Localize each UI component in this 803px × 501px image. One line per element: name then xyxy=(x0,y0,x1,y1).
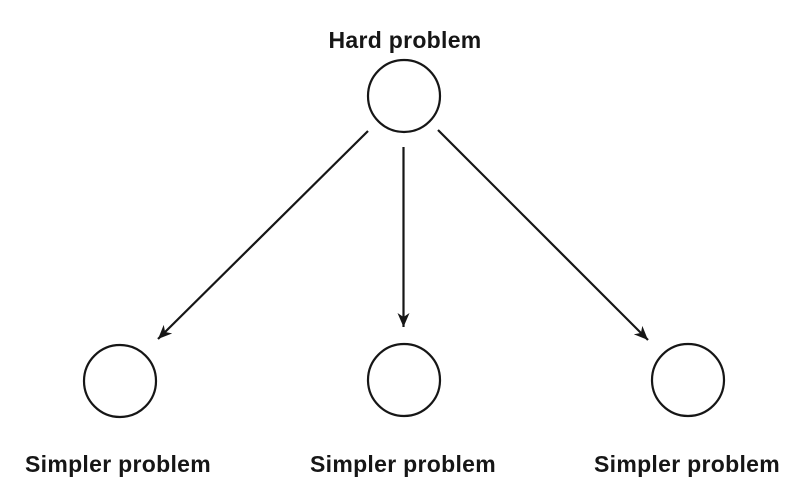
right-child-node-circle xyxy=(650,342,726,418)
edge-root-to-right-child xyxy=(437,129,649,341)
edge-root-to-left-child xyxy=(157,130,369,340)
root-node-label: Hard problem xyxy=(328,27,481,53)
root-node-circle xyxy=(366,58,442,134)
left-child-node-label: Simpler problem xyxy=(25,451,211,477)
right-child-node-label: Simpler problem xyxy=(594,451,780,477)
middle-child-node-circle xyxy=(366,342,442,418)
middle-child-node-label: Simpler problem xyxy=(310,451,496,477)
left-child-node-circle xyxy=(82,343,158,419)
